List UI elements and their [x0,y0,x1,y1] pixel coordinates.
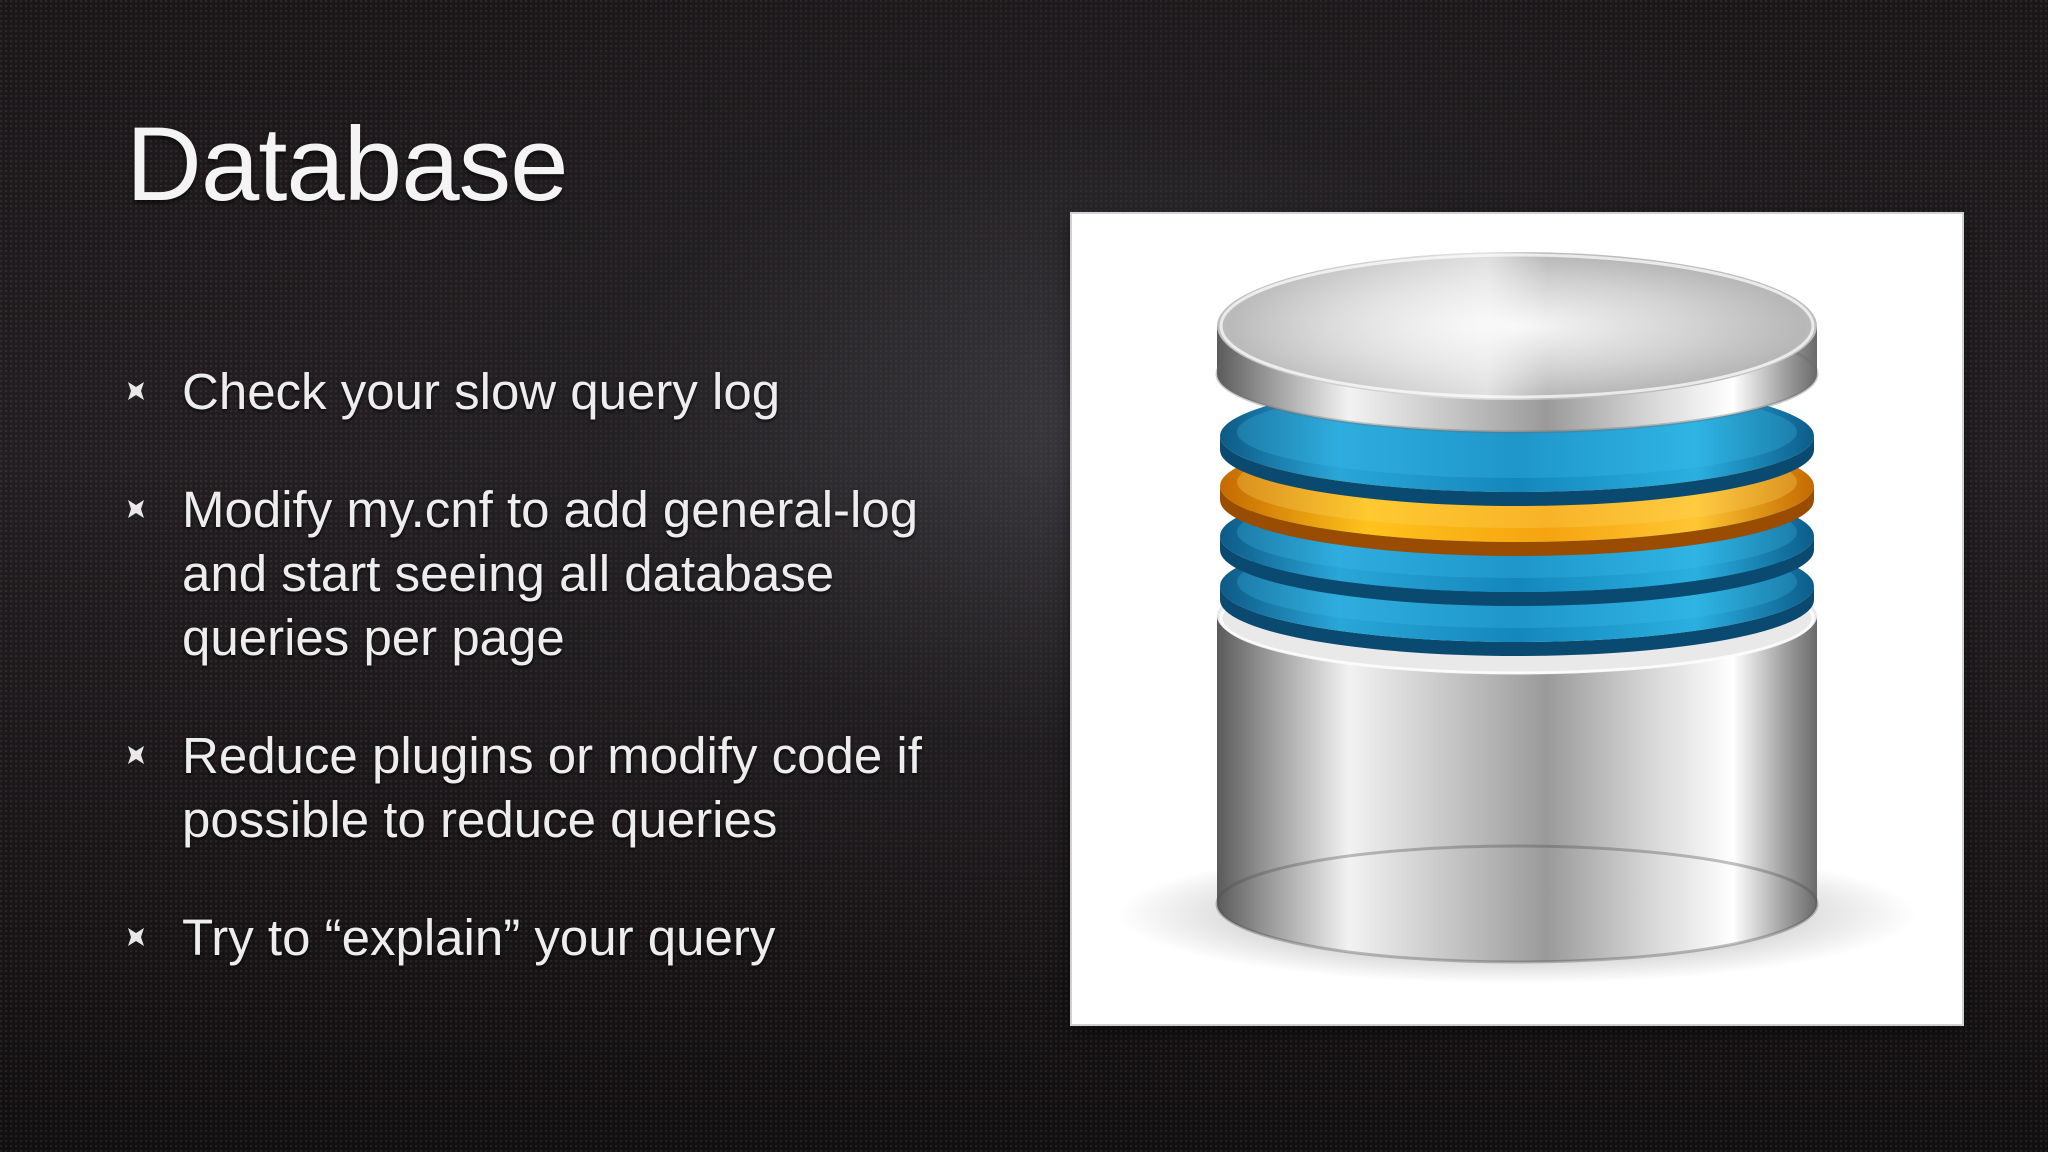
bullet-item: Modify my.cnf to add general-log and sta… [126,478,986,670]
bullet-icon [128,928,144,946]
bullet-item: Try to “explain” your query [126,906,986,970]
bullet-icon [128,746,144,764]
bullet-text: Check your slow query log [182,363,781,420]
slide-title: Database [126,106,568,223]
bullet-list: Check your slow query log Modify my.cnf … [126,360,986,1024]
bullet-text: Try to “explain” your query [182,909,776,966]
bullet-text: Modify my.cnf to add general-log and sta… [182,481,919,666]
database-icon [1117,252,1917,984]
bullet-item: Reduce plugins or modify code if possibl… [126,724,986,852]
database-image-panel [1072,214,1962,1024]
bullet-text: Reduce plugins or modify code if possibl… [182,727,922,848]
bullet-icon [128,382,144,400]
bullet-item: Check your slow query log [126,360,986,424]
cylinder-base [1217,616,1817,962]
bullet-icon [128,500,144,518]
